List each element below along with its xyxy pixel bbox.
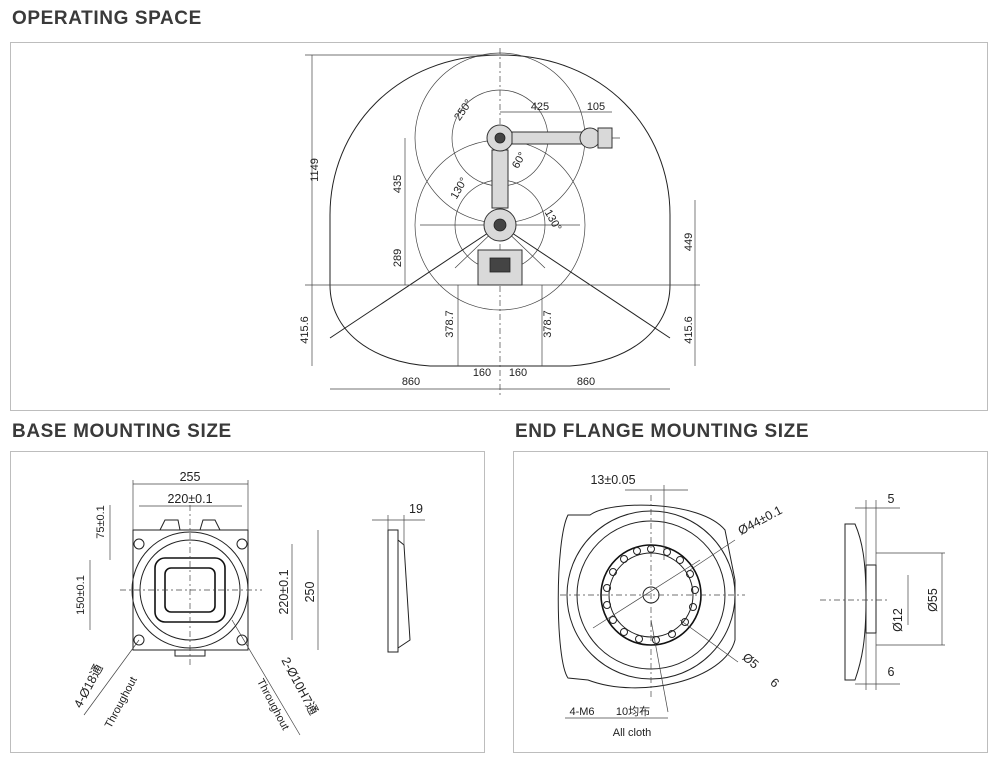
operating-space-drawing: 1149 415.6 435 289 378.7 378.7 449 415.6… xyxy=(299,48,700,395)
dim-289: 289 xyxy=(392,249,404,267)
leader-hole-right xyxy=(231,619,301,736)
leader-m6 xyxy=(650,619,669,713)
base-mounting-heading: BASE MOUNTING SIZE xyxy=(12,421,232,442)
base-hole-top-left xyxy=(133,538,145,550)
flange-diagonal xyxy=(592,559,701,629)
base-side-profile xyxy=(397,539,411,649)
callout-4-holes: 4-Ø18通 xyxy=(71,662,106,711)
dim-160-right: 160 xyxy=(509,367,527,379)
callout-2-holes: 2-Ø10H7通 xyxy=(279,655,321,718)
angle-60: 60° xyxy=(510,150,529,170)
dim-860-left: 860 xyxy=(402,376,420,388)
dim-415-left: 415.6 xyxy=(299,316,311,344)
dim-220-x: 220±0.1 xyxy=(167,492,212,506)
dim-415-right: 415.6 xyxy=(683,316,695,344)
base-hole-top-right xyxy=(236,538,248,550)
dim-44: Ø44±0.1 xyxy=(736,503,785,538)
dim-m6-depth: 10均布 xyxy=(616,705,650,718)
thread-note: All cloth xyxy=(613,727,652,739)
base-hole-bottom-right xyxy=(236,634,248,646)
dim-13: 13±0.05 xyxy=(590,473,635,487)
base-mounting-drawing: 255 220±0.1 220±0.1 250 75±0.1 150±0.1 4… xyxy=(71,470,425,736)
leader-5 xyxy=(679,619,739,663)
dim-19: 19 xyxy=(409,502,423,516)
dim-side-6: 6 xyxy=(888,665,895,679)
dim-425: 425 xyxy=(531,101,549,113)
dim-220-y: 220±0.1 xyxy=(277,569,291,614)
robot-base-plate xyxy=(489,257,511,273)
dim-12: Ø12 xyxy=(891,608,905,632)
base-side-view xyxy=(387,529,399,653)
leader-hole-left xyxy=(83,639,140,716)
dim-378-right: 378.7 xyxy=(542,310,554,338)
dim-m6: 4-M6 xyxy=(569,706,594,718)
end-flange-drawing: 13±0.05 Ø44±0.1 Ø5 6 4-M6 10均布 All cloth… xyxy=(557,473,945,739)
dim-105: 105 xyxy=(587,101,605,113)
callout-2-holes-note: Throughout xyxy=(254,677,291,732)
flange-bolt-holes xyxy=(603,545,699,644)
cone-line-right xyxy=(499,224,671,339)
dim-55: Ø55 xyxy=(926,588,940,612)
dim-5-depth: 6 xyxy=(767,675,781,690)
callout-4-holes-note: Throughout xyxy=(103,675,140,730)
robot-wrist xyxy=(579,127,601,149)
leader-44 xyxy=(689,539,736,571)
operating-space-heading: OPERATING SPACE xyxy=(12,8,202,29)
dim-1149: 1149 xyxy=(309,158,321,182)
flange-side-body xyxy=(844,523,867,681)
flange-side-face xyxy=(865,564,877,634)
dim-860-right: 860 xyxy=(577,376,595,388)
flange-housing xyxy=(557,504,736,689)
angle-130-left: 130° xyxy=(449,176,471,202)
dim-150: 150±0.1 xyxy=(75,575,87,615)
end-flange-panel xyxy=(513,451,988,753)
robot-j2-hub xyxy=(494,132,506,144)
dim-378-left: 378.7 xyxy=(444,310,456,338)
robot-arm-2 xyxy=(511,131,583,145)
dim-side-5: 5 xyxy=(888,492,895,506)
end-flange-heading: END FLANGE MOUNTING SIZE xyxy=(515,421,810,442)
dim-255: 255 xyxy=(180,470,201,484)
angle-250: 250° xyxy=(452,98,475,124)
robot-flange xyxy=(597,127,613,149)
cone-line-left xyxy=(329,224,501,339)
robot-arm-1 xyxy=(491,149,509,209)
dim-250: 250 xyxy=(303,582,317,603)
dim-449: 449 xyxy=(683,233,695,251)
base-top-tabs xyxy=(159,519,221,531)
robot-j1-hub xyxy=(493,218,507,232)
base-hole-bottom-left xyxy=(133,634,145,646)
dim-160-left: 160 xyxy=(473,367,491,379)
dim-435: 435 xyxy=(392,175,404,193)
robot-base xyxy=(477,249,523,286)
dim-5: Ø5 xyxy=(740,650,762,671)
dim-75: 75±0.1 xyxy=(95,505,107,539)
